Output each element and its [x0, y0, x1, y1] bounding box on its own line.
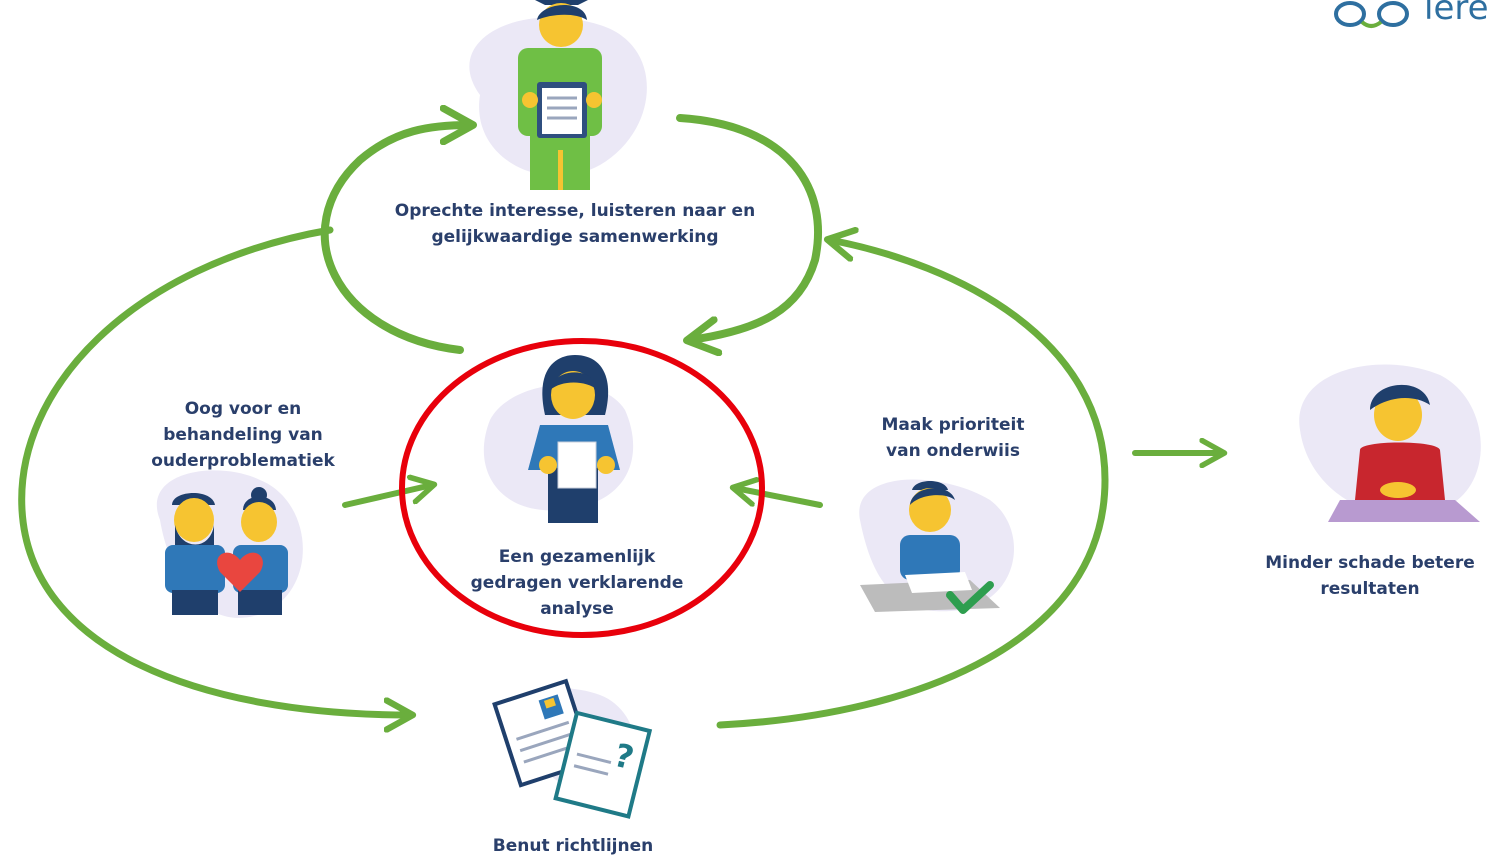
student-writing-icon — [859, 479, 1014, 614]
inner-cycle-arrow-right — [676, 114, 822, 340]
couple-with-heart-icon — [156, 470, 303, 618]
documents-question-icon: ? — [492, 678, 653, 819]
label-top-line1: Oprechte interesse, luisteren naar en — [394, 201, 756, 221]
label-left-line3: ouderproblematiek — [151, 451, 335, 471]
label-left-line2: behandeling van — [163, 425, 323, 445]
label-right: Maak prioriteit van onderwiis — [882, 412, 1025, 464]
woman-with-paper-icon — [483, 355, 634, 523]
label-bottom-line1: Benut richtlijnen — [492, 836, 654, 856]
label-left: Oog voor en behandeling van ouderproblem… — [151, 396, 335, 474]
label-outcome-line2: resultaten — [1320, 579, 1420, 599]
label-outcome: Minder schade betere resultaten — [1265, 550, 1475, 602]
arrow-right-to-center — [735, 488, 823, 508]
outer-cycle-arrow-right — [716, 240, 1109, 729]
label-top-line2: gelijkwaardige samenwerking — [431, 227, 719, 247]
arrow-left-to-center — [342, 485, 432, 508]
label-right-line1: Maak prioriteit — [881, 415, 1025, 435]
label-top: Oprechte interesse, luisteren naar en ge… — [395, 198, 755, 250]
label-center-line1: Een gezamenlijk — [498, 547, 656, 567]
label-center: Een gezamenlijk gedragen verklarende ana… — [471, 544, 684, 622]
clipboard-person-icon — [469, 0, 647, 190]
label-right-line2: van onderwiis — [886, 441, 1020, 461]
outer-cycle-arrow-left — [18, 226, 410, 715]
label-left-line1: Oog voor en — [184, 399, 302, 419]
logo-text: lere — [1424, 0, 1489, 28]
person-at-desk-icon — [1299, 364, 1481, 522]
label-center-line3: analyse — [540, 599, 614, 619]
logo-icon — [1334, 1, 1409, 28]
highlight-circle — [399, 338, 765, 638]
label-outcome-line1: Minder schade betere — [1265, 553, 1475, 573]
label-bottom: Benut richtlijnen — [493, 833, 653, 859]
inner-cycle-arrow-left — [320, 125, 470, 354]
label-center-line2: gedragen verklarende — [470, 573, 684, 593]
